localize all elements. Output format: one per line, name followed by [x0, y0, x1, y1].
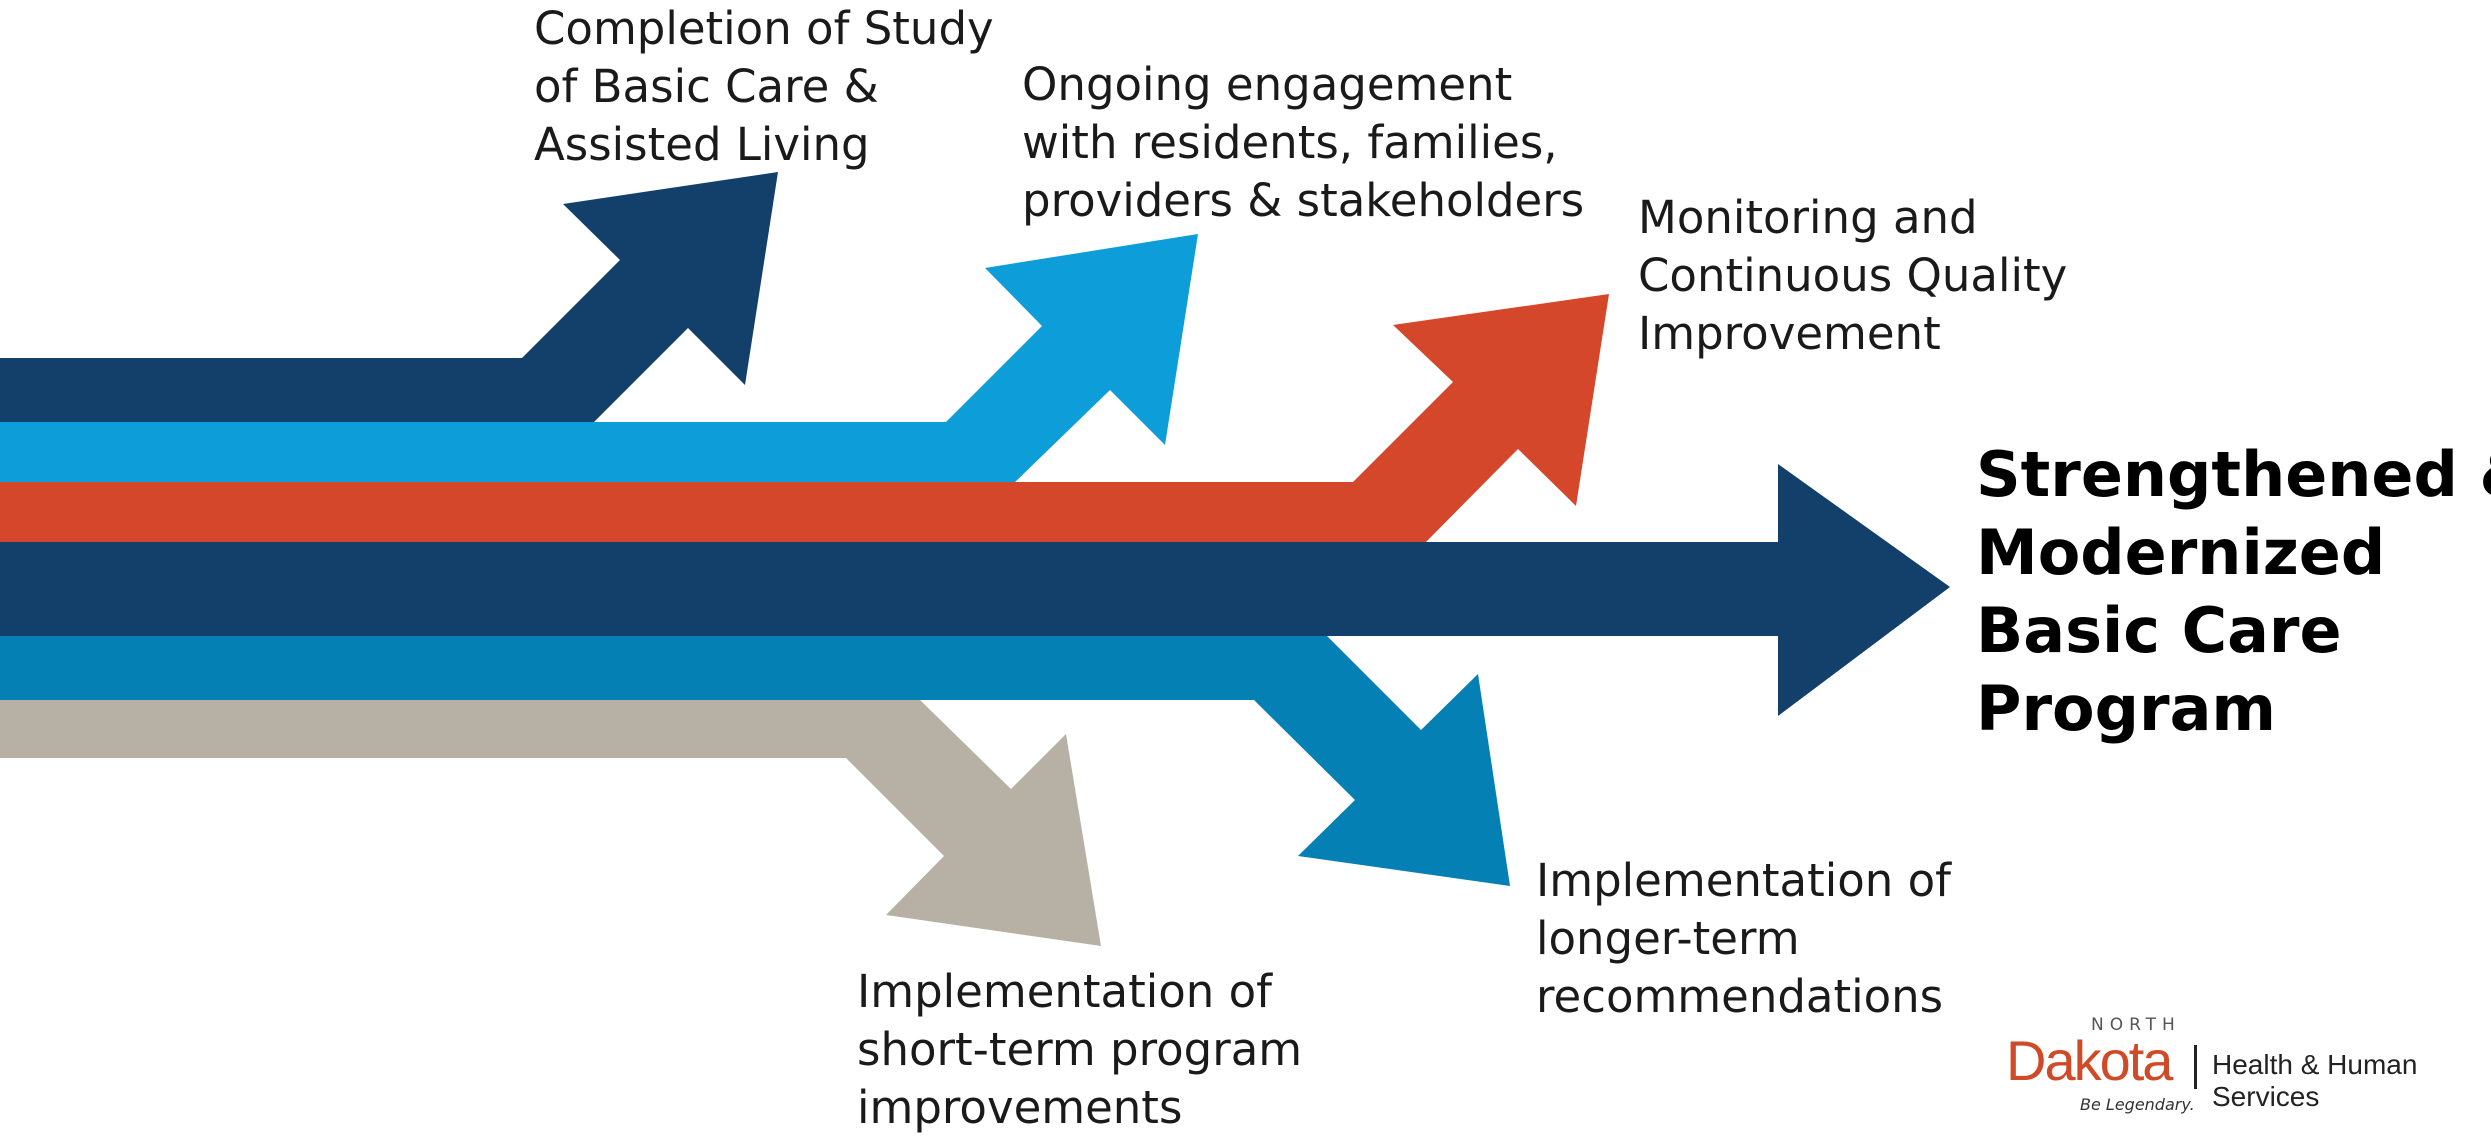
short-term-label-line: improvements — [857, 1081, 1183, 1134]
study-label-line: Completion of Study — [534, 2, 994, 55]
engagement-label-line: with residents, families, — [1022, 116, 1558, 169]
longer-term-label-line: recommendations — [1536, 970, 1944, 1023]
engagement-label-line: providers & stakeholders — [1022, 174, 1585, 227]
study-label: Completion of Study of Basic Care & Assi… — [534, 0, 994, 174]
monitoring-label: Monitoring and Continuous Quality Improv… — [1638, 189, 2067, 363]
short-term-label-line: Implementation of — [857, 965, 1272, 1018]
logo-divider — [2194, 1045, 2197, 1089]
goal-title-line: Strengthened & — [1976, 438, 2491, 511]
study-arrow — [0, 172, 778, 424]
goal-title-line: Modernized — [1976, 516, 2386, 589]
study-label-line: of Basic Care & — [534, 60, 879, 113]
logo-north: NORTH — [2091, 1015, 2181, 1035]
goal-title: Strengthened & Modernized Basic Care Pro… — [1976, 436, 2491, 748]
monitoring-label-line: Continuous Quality — [1638, 249, 2068, 302]
engagement-arrow — [0, 234, 1198, 484]
longer-term-label: Implementation of longer-term recommenda… — [1536, 852, 1951, 1026]
logo-org-name: Health & Human Services — [2212, 1049, 2418, 1112]
longer-term-label-line: longer-term — [1536, 912, 1800, 965]
short-term-label: Implementation of short-term program imp… — [857, 963, 1302, 1137]
main-arrow — [0, 464, 1950, 716]
longer-term-label-line: Implementation of — [1536, 854, 1951, 907]
goal-title-line: Program — [1976, 672, 2277, 745]
monitoring-label-line: Improvement — [1638, 307, 1941, 360]
engagement-label-line: Ongoing engagement — [1022, 58, 1513, 111]
monitoring-label-line: Monitoring and — [1638, 191, 1978, 244]
goal-title-line: Basic Care — [1976, 594, 2342, 667]
engagement-label: Ongoing engagement with residents, famil… — [1022, 56, 1584, 230]
study-label-line: Assisted Living — [534, 118, 870, 171]
short-term-label-line: short-term program — [857, 1023, 1303, 1076]
short-term-arrow — [0, 698, 1101, 946]
logo-dakota: Dakota — [2006, 1029, 2173, 1092]
longer-term-arrow — [0, 636, 1510, 886]
nd-hhs-logo: NORTH Dakota Be Legendary. Health & Huma… — [2006, 1015, 2486, 1115]
monitoring-arrow — [0, 294, 1609, 542]
logo-tagline: Be Legendary. — [2080, 1095, 2195, 1114]
